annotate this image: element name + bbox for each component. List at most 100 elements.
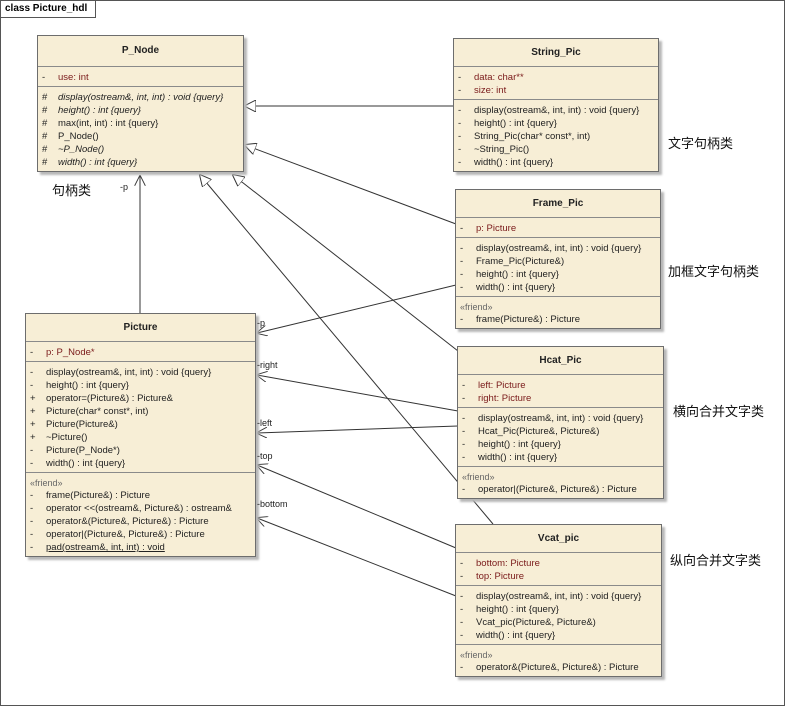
- attribute-row: -p: P_Node*: [30, 347, 95, 358]
- operation-row: -display(ostream&, int, int) : void {que…: [460, 243, 642, 254]
- friends-section: «friend» -operator&(Picture&, Picture&) …: [456, 645, 661, 676]
- operation-row: -display(ostream&, int, int) : void {que…: [30, 367, 212, 378]
- class-name: Hcat_Pic: [458, 347, 663, 375]
- friends-section: «friend» -operator|(Picture&, Picture&) …: [458, 467, 663, 498]
- attribute-row: -bottom: Picture: [460, 558, 540, 569]
- attribute-row: -size: int: [458, 85, 507, 96]
- note-handle: 句柄类: [52, 183, 92, 198]
- operation-row: -height() : int {query}: [460, 269, 559, 280]
- friend-stereotype: «friend»: [30, 478, 63, 488]
- class-string-pic[interactable]: String_Pic -data: char** -size: int -dis…: [453, 38, 659, 172]
- attribute-row: -right: Picture: [462, 393, 532, 404]
- note-string-handle: 文字句柄类: [668, 136, 734, 151]
- friend-row: -operator|(Picture&, Picture&) : Picture: [462, 484, 637, 495]
- attributes-section: -p: Picture: [456, 218, 660, 238]
- generalization-vcat-pic: [200, 175, 494, 525]
- class-name: Vcat_pic: [456, 525, 661, 553]
- edge-label-right: -right: [257, 360, 278, 370]
- operation-row: -width() : int {query}: [30, 458, 126, 469]
- friend-row: -frame(Picture&) : Picture: [460, 314, 580, 325]
- friend-stereotype: «friend»: [462, 472, 495, 482]
- class-name: Frame_Pic: [456, 190, 660, 218]
- operation-row: -width() : int {query}: [458, 157, 554, 168]
- class-hcat-pic[interactable]: Hcat_Pic -left: Picture -right: Picture …: [457, 346, 664, 499]
- attributes-section: -use: int: [38, 67, 243, 87]
- friend-stereotype: «friend»: [460, 650, 493, 660]
- generalization-hcat-pic: [233, 175, 459, 352]
- operation-row: -Frame_Pic(Picture&): [460, 256, 565, 267]
- operation-row: -height() : int {query}: [462, 439, 561, 450]
- edge-label-frame-p: -p: [257, 318, 266, 328]
- friend-row: -operator|(Picture&, Picture&) : Picture: [30, 529, 205, 540]
- operation-row: #width() : int {query}: [42, 157, 138, 168]
- edge-label-bottom: -bottom: [257, 499, 288, 509]
- attribute-row: -data: char**: [458, 72, 524, 83]
- operation-row: -width() : int {query}: [460, 630, 556, 641]
- attributes-section: -p: P_Node*: [26, 342, 255, 362]
- operations-section: -display(ostream&, int, int) : void {que…: [458, 408, 663, 467]
- attribute-row: -p: Picture: [460, 223, 517, 234]
- class-p-node[interactable]: P_Node -use: int #display(ostream&, int,…: [37, 35, 244, 172]
- friend-row: -operator <<(ostream&, Picture&) : ostre…: [30, 503, 232, 514]
- operation-row: +operator=(Picture&) : Picture&: [30, 393, 173, 404]
- operations-section: -display(ostream&, int, int) : void {que…: [26, 362, 255, 473]
- operations-section: -display(ostream&, int, int) : void {que…: [454, 100, 658, 171]
- operation-row: -width() : int {query}: [460, 282, 556, 293]
- friend-row: -operator&(Picture&, Picture&) : Picture: [30, 516, 209, 527]
- operation-row: -height() : int {query}: [30, 380, 129, 391]
- attribute-row: -top: Picture: [460, 571, 525, 582]
- friend-row: -frame(Picture&) : Picture: [30, 490, 150, 501]
- association-frame-p: [257, 284, 457, 333]
- friends-section: «friend» -frame(Picture&) : Picture: [456, 297, 660, 328]
- operation-row: +Picture(Picture&): [30, 419, 118, 430]
- generalization-frame-pic: [245, 145, 457, 225]
- friend-row: -operator&(Picture&, Picture&) : Picture: [460, 662, 639, 673]
- operations-section: -display(ostream&, int, int) : void {que…: [456, 238, 660, 297]
- operation-row: -Vcat_pic(Picture&, Picture&): [460, 617, 596, 628]
- association-bottom: [257, 518, 457, 597]
- attributes-section: -data: char** -size: int: [454, 67, 658, 100]
- attributes-section: -bottom: Picture -top: Picture: [456, 553, 661, 586]
- note-vcat-handle: 纵向合并文字类: [670, 553, 762, 568]
- operation-row: -width() : int {query}: [462, 452, 558, 463]
- note-hcat-handle: 横向合并文字类: [673, 404, 765, 419]
- attributes-section: -left: Picture -right: Picture: [458, 375, 663, 408]
- operation-row: #max(int, int) : int {query}: [42, 118, 159, 129]
- edge-label-picture-p: -p: [120, 182, 129, 192]
- operation-row: +Picture(char* const*, int): [30, 406, 149, 417]
- attribute-row: -use: int: [42, 72, 89, 83]
- friend-row: -pad(ostream&, int, int) : void: [30, 542, 165, 553]
- operation-row: #display(ostream&, int, int) : void {que…: [42, 92, 224, 103]
- operation-row: -display(ostream&, int, int) : void {que…: [462, 413, 644, 424]
- operation-row: -height() : int {query}: [458, 118, 557, 129]
- operation-row: -String_Pic(char* const*, int): [458, 131, 591, 142]
- operations-section: #display(ostream&, int, int) : void {que…: [38, 87, 243, 171]
- operation-row: -display(ostream&, int, int) : void {que…: [460, 591, 642, 602]
- operation-row: #P_Node(): [42, 131, 99, 142]
- class-frame-pic[interactable]: Frame_Pic -p: Picture -display(ostream&,…: [455, 189, 661, 329]
- operation-row: +~Picture(): [30, 432, 88, 443]
- association-right: [257, 375, 459, 412]
- friends-section: «friend» -frame(Picture&) : Picture -ope…: [26, 473, 255, 556]
- class-vcat-pic[interactable]: Vcat_pic -bottom: Picture -top: Picture …: [455, 524, 662, 677]
- class-name: P_Node: [38, 36, 243, 67]
- operation-row: -display(ostream&, int, int) : void {que…: [458, 105, 640, 116]
- operation-row: -~String_Pic(): [458, 144, 530, 155]
- class-name: String_Pic: [454, 39, 658, 67]
- operation-row: -height() : int {query}: [460, 604, 559, 615]
- operation-row: #~P_Node(): [42, 144, 105, 155]
- operation-row: #height() : int {query}: [42, 105, 141, 116]
- class-name: Picture: [26, 314, 255, 342]
- association-top: [257, 465, 457, 549]
- note-frame-handle: 加框文字句柄类: [668, 264, 760, 279]
- operation-row: -Hcat_Pic(Picture&, Picture&): [462, 426, 600, 437]
- frame-title: class Picture_hdl: [1, 1, 97, 18]
- operation-row: -Picture(P_Node*): [30, 445, 120, 456]
- class-picture[interactable]: Picture -p: P_Node* -display(ostream&, i…: [25, 313, 256, 557]
- association-left: [257, 425, 459, 433]
- friend-stereotype: «friend»: [460, 302, 493, 312]
- edge-label-top: -top: [257, 451, 273, 461]
- attribute-row: -left: Picture: [462, 380, 526, 391]
- operations-section: -display(ostream&, int, int) : void {que…: [456, 586, 661, 645]
